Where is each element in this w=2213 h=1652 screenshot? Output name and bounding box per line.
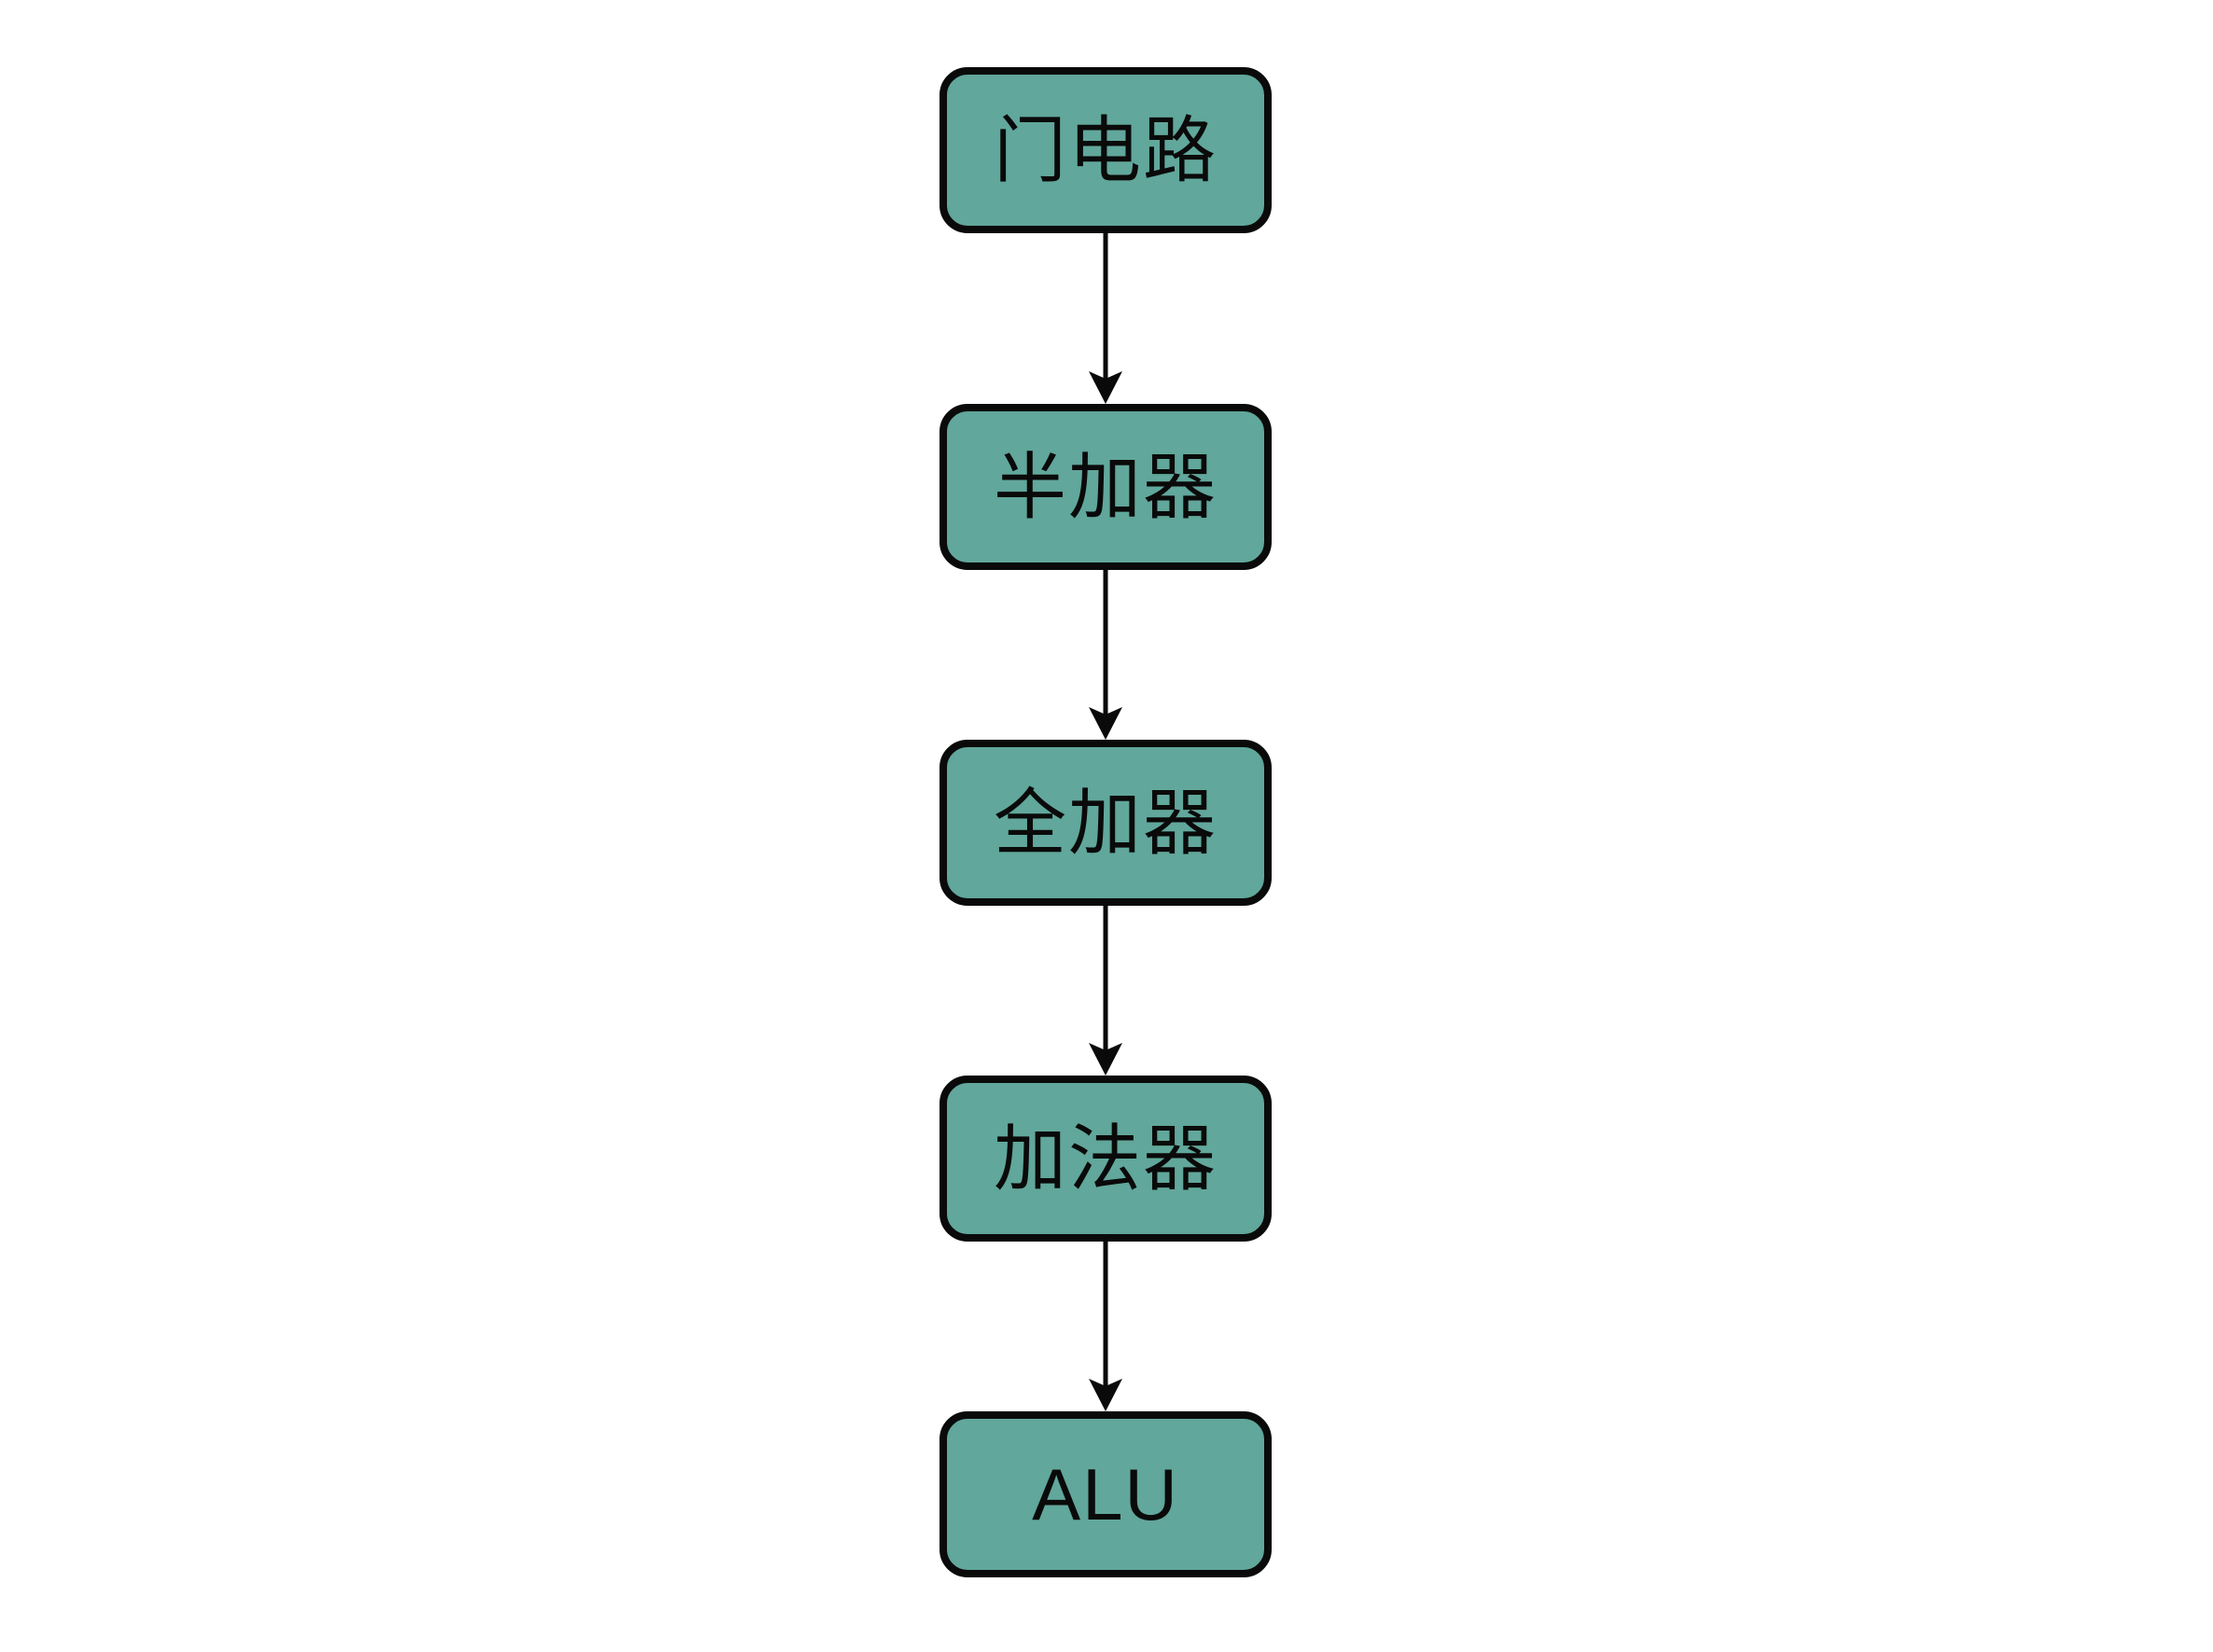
arrow-down-icon xyxy=(1089,1242,1122,1411)
node-label: ALU xyxy=(1032,1453,1179,1535)
node-label: 加法器 xyxy=(993,1118,1218,1200)
flowchart-node-alu: ALU xyxy=(939,1411,1272,1577)
arrow-down-icon xyxy=(1089,233,1122,404)
flowchart-node-full-adder: 全加器 xyxy=(939,740,1272,906)
arrow-down-icon xyxy=(1089,906,1122,1076)
node-label: 全加器 xyxy=(993,782,1218,864)
flowchart-node-half-adder: 半加器 xyxy=(939,404,1272,570)
node-label: 半加器 xyxy=(993,446,1218,528)
arrow-down-icon xyxy=(1089,570,1122,740)
node-label: 门电路 xyxy=(993,109,1218,191)
flowchart-node-adder: 加法器 xyxy=(939,1076,1272,1242)
flowchart-node-gate-circuit: 门电路 xyxy=(939,67,1272,233)
